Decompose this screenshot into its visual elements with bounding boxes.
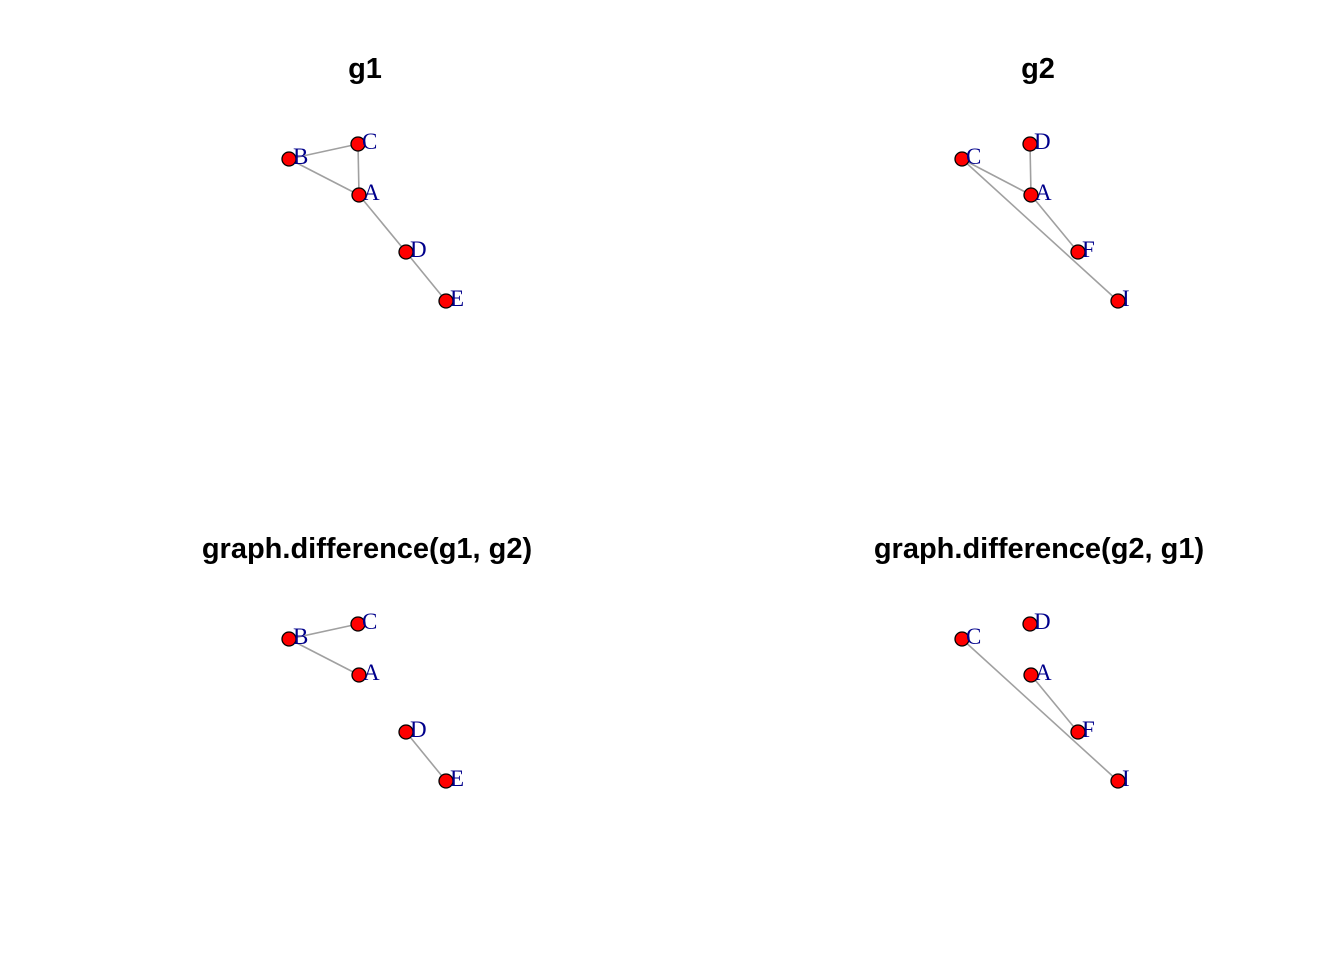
node-a <box>351 187 367 203</box>
node-a <box>351 667 367 683</box>
panel-difference-g2-g1: graph.difference(g2, g1) A C D F I <box>874 533 1204 791</box>
node-label-a: A <box>1035 660 1052 685</box>
node-label-i: I <box>1122 766 1130 791</box>
edge-c-a <box>357 143 360 196</box>
panel-g2: g2 A C D F I <box>954 53 1130 311</box>
node-label-a: A <box>363 180 380 205</box>
edge-c-i <box>961 638 1119 782</box>
edge-c-i <box>961 158 1119 302</box>
edge-b-c <box>288 143 359 160</box>
node-label-a: A <box>1035 180 1052 205</box>
edge-d-a <box>1029 143 1032 196</box>
edge-a-f <box>1030 674 1079 733</box>
node-d <box>398 244 414 260</box>
node-label-c: C <box>362 129 377 154</box>
node-label-b: B <box>293 144 308 169</box>
edge-b-a <box>288 158 360 196</box>
node-label-d: D <box>410 717 427 742</box>
node-e <box>438 773 454 789</box>
node-label-c: C <box>966 624 981 649</box>
node-label-e: E <box>450 766 464 791</box>
node-label-c: C <box>362 609 377 634</box>
node-d <box>1022 136 1038 152</box>
node-c <box>954 631 970 647</box>
edge-layer <box>961 638 1119 782</box>
node-i <box>1110 773 1126 789</box>
panel-title: graph.difference(g1, g2) <box>202 533 532 565</box>
edge-b-c <box>288 623 359 640</box>
node-label-d: D <box>410 237 427 262</box>
panel-title: graph.difference(g2, g1) <box>874 533 1204 565</box>
panel-title: g2 <box>1021 53 1055 85</box>
edge-a-d <box>358 194 407 253</box>
node-label-f: F <box>1082 717 1095 742</box>
edge-layer <box>288 143 447 302</box>
node-d <box>1022 616 1038 632</box>
node-c <box>350 616 366 632</box>
edge-layer <box>961 143 1119 302</box>
edge-layer <box>288 623 447 782</box>
node-c <box>350 136 366 152</box>
edge-c-a <box>961 158 1032 196</box>
node-label-f: F <box>1082 237 1095 262</box>
node-layer: A B C DE <box>281 129 464 311</box>
node-label-d: D <box>1034 609 1051 634</box>
panel-title: g1 <box>348 53 382 85</box>
panel-difference-g1-g2: graph.difference(g1, g2) A B C DE <box>202 533 532 791</box>
edge-b-a <box>288 638 360 676</box>
node-label-e: E <box>450 286 464 311</box>
node-d <box>398 724 414 740</box>
node-i <box>1110 293 1126 309</box>
node-label-d: D <box>1034 129 1051 154</box>
node-b <box>281 631 297 647</box>
edge-d-e <box>405 251 447 302</box>
node-label-i: I <box>1122 286 1130 311</box>
node-layer: A B C DE <box>281 609 464 791</box>
node-layer: A C D F I <box>954 129 1130 311</box>
node-label-b: B <box>293 624 308 649</box>
node-e <box>438 293 454 309</box>
edge-d-e <box>405 731 447 782</box>
node-label-c: C <box>966 144 981 169</box>
node-label-a: A <box>363 660 380 685</box>
panel-g1: g1 A B C DE <box>281 53 464 311</box>
node-c <box>954 151 970 167</box>
node-b <box>281 151 297 167</box>
node-layer: A C D F I <box>954 609 1130 791</box>
node-a <box>1023 187 1039 203</box>
node-f <box>1070 244 1086 260</box>
node-f <box>1070 724 1086 740</box>
edge-a-f <box>1030 194 1079 253</box>
node-a <box>1023 667 1039 683</box>
